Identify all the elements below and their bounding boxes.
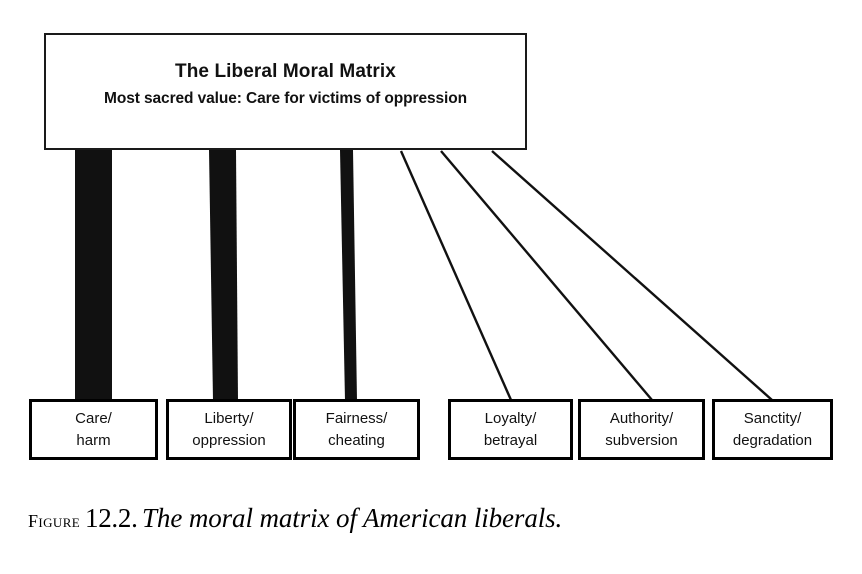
foundation-label-bottom: harm xyxy=(76,431,111,449)
foundation-label-top: Fairness/ xyxy=(325,409,388,427)
foundation-label-top: Authority/ xyxy=(609,409,674,427)
connector-thick-care-harm xyxy=(75,150,112,401)
foundation-label-top: Sanctity/ xyxy=(743,409,802,427)
foundation-box-fairness-cheating: Fairness/ cheating xyxy=(293,399,420,460)
connector-thick-fairness-cheating xyxy=(340,150,357,401)
foundation-box-care-harm: Care/ harm xyxy=(29,399,158,460)
connector-thin-sanctity-degradation xyxy=(491,150,773,401)
foundation-label-bottom: degradation xyxy=(732,431,813,449)
matrix-title: The Liberal Moral Matrix xyxy=(175,61,396,82)
foundation-box-authority-subversion: Authority/ subversion xyxy=(578,399,705,460)
foundation-label-bottom: betrayal xyxy=(483,431,538,449)
foundation-label-top: Liberty/ xyxy=(204,409,254,427)
connector-thick-liberty-oppression xyxy=(209,150,238,401)
connector-thin-loyalty-betrayal xyxy=(399,150,513,401)
foundation-label-top: Loyalty/ xyxy=(484,409,537,427)
foundation-box-sanctity-degradation: Sanctity/ degradation xyxy=(712,399,833,460)
foundation-label-bottom: oppression xyxy=(192,431,266,449)
foundation-box-loyalty-betrayal: Loyalty/ betrayal xyxy=(448,399,573,460)
foundation-box-liberty-oppression: Liberty/ oppression xyxy=(166,399,292,460)
connector-thin-authority-subversion xyxy=(440,150,653,401)
caption-text: The moral matrix of American liberals. xyxy=(142,503,563,533)
caption-number: 12.2. xyxy=(85,503,138,533)
foundation-label-top: Care/ xyxy=(75,409,112,427)
foundation-label-bottom: subversion xyxy=(605,431,678,449)
figure-caption: Figure 12.2. The moral matrix of America… xyxy=(28,503,848,534)
moral-matrix-box: The Liberal Moral Matrix Most sacred val… xyxy=(44,33,527,150)
caption-figure-label: Figure xyxy=(28,511,86,531)
matrix-subtitle: Most sacred value: Care for victims of o… xyxy=(104,89,467,107)
foundation-label-bottom: cheating xyxy=(328,431,385,449)
